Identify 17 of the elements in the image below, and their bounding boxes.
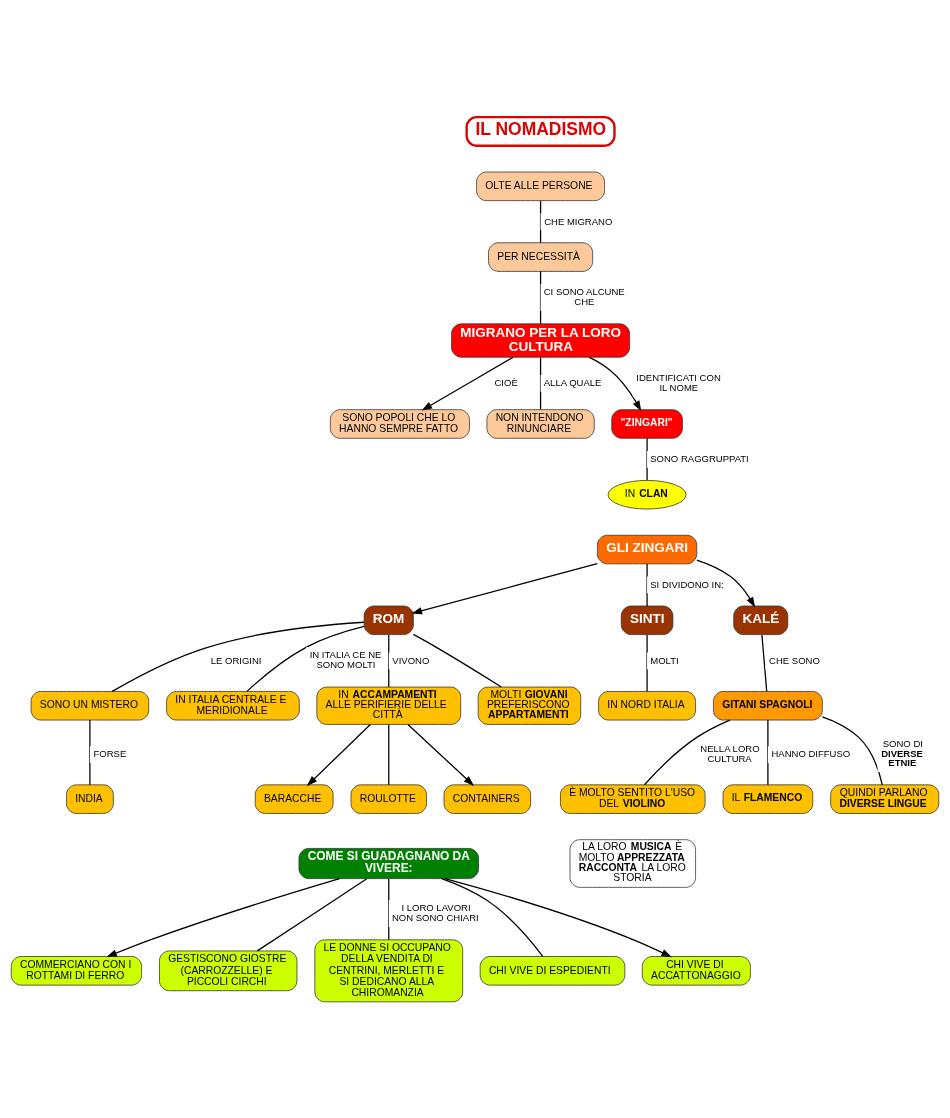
edge-label: IDENTIFICATI CON IL NOME	[636, 371, 721, 393]
edge-label: FORSE	[93, 747, 127, 759]
edge-label: SI DIVIDONO IN:	[650, 578, 724, 590]
edge-label: NELLA LORO CULTURA	[700, 742, 760, 764]
edge-label: HANNO DIFFUSO	[771, 747, 851, 759]
edge-label: SONO RAGGRUPPATI	[650, 452, 749, 464]
edge-label: CI SONO ALCUNE CHE	[543, 285, 625, 307]
edge-label: ALLA QUALE	[543, 376, 602, 388]
edge-label: I LORO LAVORI NON SONO CHIARI	[391, 901, 479, 923]
edge-label: IN ITALIA CE NE SONO MOLTI	[309, 648, 382, 670]
edge-label: CIOÈ	[494, 376, 518, 388]
edge-label: LE ORIGINI	[210, 654, 262, 666]
edge-label: VIVONO	[392, 654, 430, 666]
edge-label: MOLTI	[650, 654, 679, 666]
edge-label: SONO DI DIVERSE ETNIE	[881, 737, 923, 768]
edge-label: CHE SONO	[769, 654, 820, 666]
edge-label: CHE MIGRANO	[544, 215, 613, 227]
